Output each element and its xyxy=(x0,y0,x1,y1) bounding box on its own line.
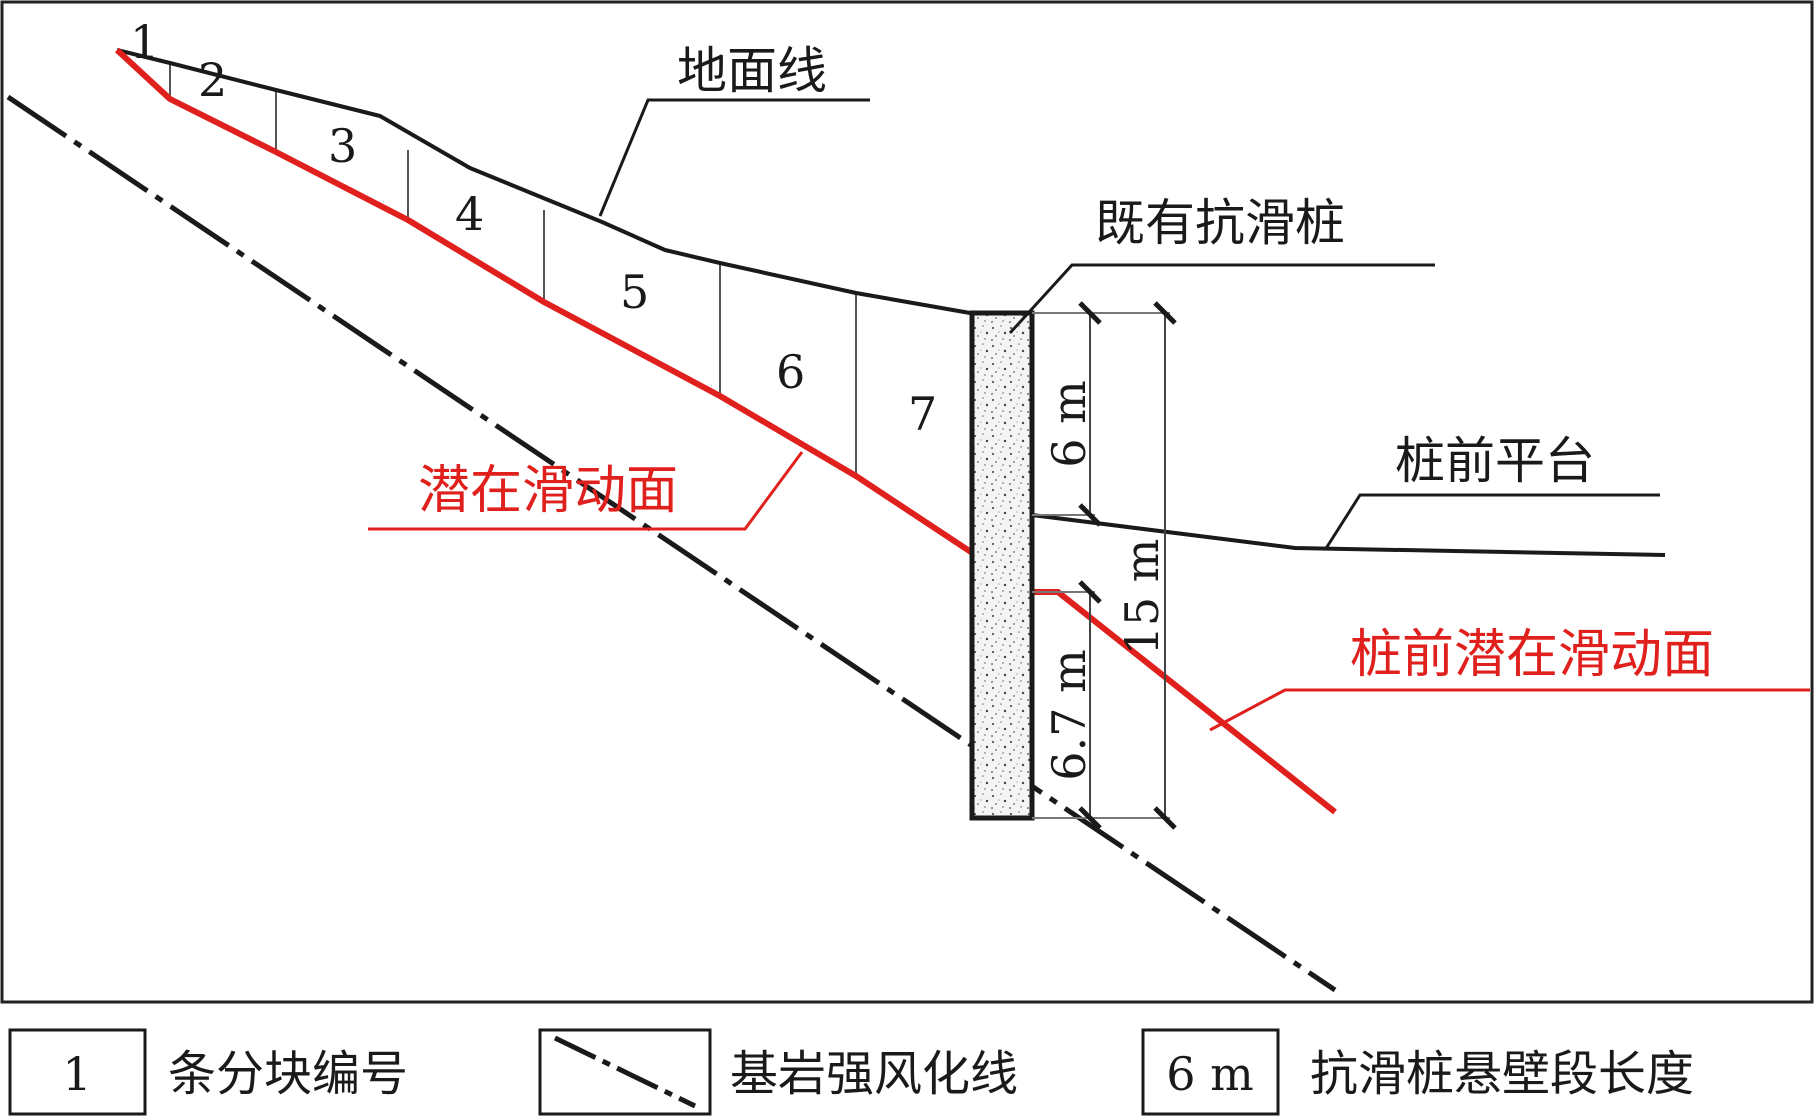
dimension-total-label: 15 m xyxy=(1115,539,1169,656)
slip-surface-label: 潜在滑动面 xyxy=(418,461,678,521)
slice-number: 2 xyxy=(198,53,227,107)
slice-number: 7 xyxy=(908,387,937,441)
leader-lines xyxy=(598,98,1660,551)
dimension-lines xyxy=(1089,313,1166,818)
platform-leader xyxy=(1323,493,1660,551)
dimension-upper-label: 6 m xyxy=(1042,380,1096,468)
dimension-tick xyxy=(1078,301,1102,325)
legend-swatch-cantilever-length xyxy=(1141,1028,1280,1116)
red-leader-lines xyxy=(368,451,1810,732)
dimension-tick xyxy=(1153,301,1177,325)
platform-label: 桩前平台 xyxy=(1395,432,1595,490)
dimension-tick xyxy=(1078,806,1102,830)
pile-leader xyxy=(1008,263,1435,335)
legend: 1 条分块编号 基岩强风化线 6 m 抗滑桩悬壁段长度 xyxy=(8,1028,1694,1116)
slice-number: 6 xyxy=(776,345,805,399)
dimension-tick xyxy=(1078,503,1102,527)
legend-swatch-bedrock xyxy=(538,1028,712,1116)
slice-number: 4 xyxy=(455,187,484,241)
dimension-lower-label: 6.7 m xyxy=(1042,649,1096,780)
legend-swatch-text: 1 xyxy=(62,1047,91,1101)
slice-numbers: 1 2 3 4 5 6 7 xyxy=(130,15,937,441)
anti-slide-pile xyxy=(969,310,1035,821)
existing-pile-label: 既有抗滑桩 xyxy=(1095,194,1345,252)
slice-number: 3 xyxy=(328,119,357,173)
dimension-extension-lines xyxy=(1032,312,1170,819)
front-slip-surface-label: 桩前潜在滑动面 xyxy=(1350,625,1714,685)
dimension-tick xyxy=(1153,806,1177,830)
slip-surface-leader xyxy=(368,451,804,531)
legend-label-slice-number: 条分块编号 xyxy=(168,1046,408,1102)
legend-label-cantilever-length: 抗滑桩悬壁段长度 xyxy=(1310,1046,1694,1102)
platform-line xyxy=(1031,513,1666,557)
bedrock-weathering-line xyxy=(6,94,1337,993)
legend-swatch-text: 6 m xyxy=(1166,1047,1254,1101)
dimension-ticks xyxy=(1078,301,1177,830)
dimension-tick xyxy=(1078,580,1102,604)
legend-swatch-slice-number xyxy=(8,1028,147,1116)
ground-line xyxy=(116,48,971,315)
diagram-frame xyxy=(0,0,1814,1004)
front-slip-surface-leader xyxy=(1209,688,1810,732)
slice-number: 5 xyxy=(620,265,649,319)
legend-label-bedrock: 基岩强风化线 xyxy=(730,1046,1018,1102)
ground-line-label: 地面线 xyxy=(677,42,827,100)
potential-slip-surface xyxy=(114,47,982,561)
ground-line-leader xyxy=(598,98,870,217)
legend-bedrock-line-sample xyxy=(553,1035,697,1109)
slice-dividers xyxy=(169,63,857,476)
slice-number: 1 xyxy=(130,15,159,69)
